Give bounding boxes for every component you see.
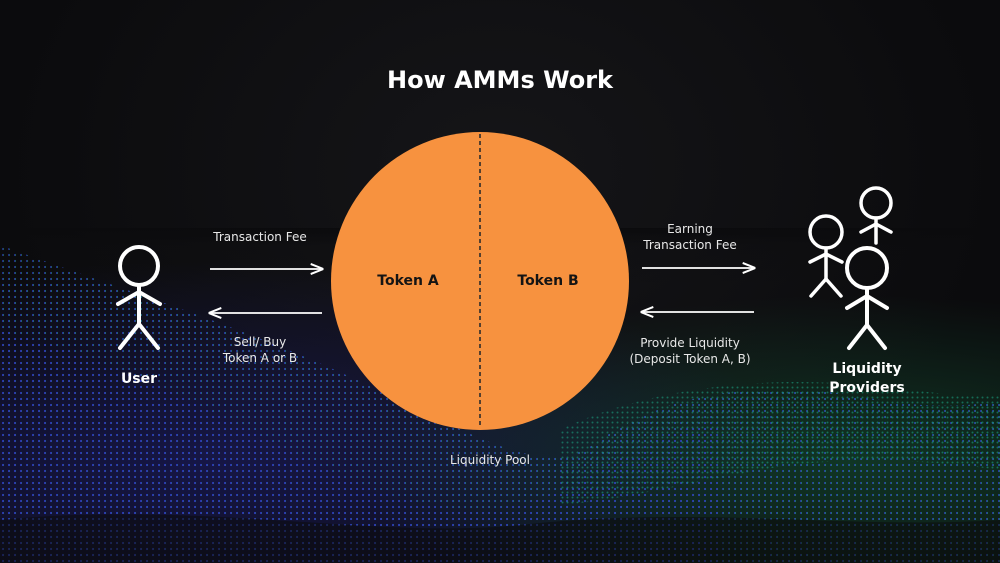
- provider-stick-figure-front-icon: [845, 246, 889, 350]
- earning-label-line2: Transaction Fee: [643, 238, 737, 252]
- liquidity-providers-label-line2: Providers: [829, 380, 905, 396]
- provide-liquidity-label-line2: (Deposit Token A, B): [629, 352, 751, 366]
- earning-label-line1: Earning: [667, 222, 713, 236]
- dotted-wave-blue: [0, 330, 720, 563]
- user-stick-figure-icon: [116, 245, 162, 350]
- provider-stick-figure-left-icon: [808, 214, 844, 298]
- transaction-fee-label: Transaction Fee: [213, 230, 307, 244]
- provide-liquidity-label-line1: Provide Liquidity: [640, 336, 740, 350]
- wave-bottom-shade: [0, 514, 1000, 563]
- page-title: How AMMs Work: [387, 66, 613, 94]
- token-a-label: Token A: [377, 273, 439, 289]
- token-b-label: Token B: [517, 273, 579, 289]
- sell-buy-label-line1: Sell/ Buy: [233, 335, 287, 349]
- liquidity-pool-label: Liquidity Pool: [450, 453, 530, 467]
- sell-buy-label-line2: Token A or B: [222, 351, 298, 365]
- provider-stick-figure-top-icon: [859, 186, 893, 245]
- liquidity-providers-label-line1: Liquidity: [832, 361, 902, 377]
- dotted-wave-green: [560, 382, 1000, 505]
- user-label: User: [120, 371, 158, 387]
